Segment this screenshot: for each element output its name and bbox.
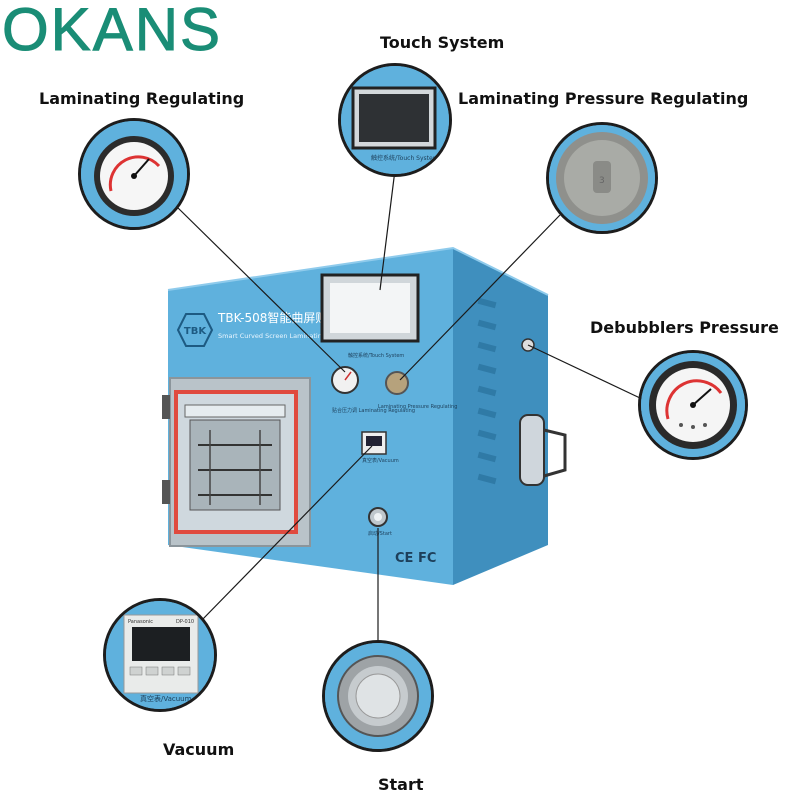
side-vents — [477, 297, 497, 485]
svg-text:DP-010: DP-010 — [176, 619, 194, 625]
brand-logo: OKANS — [1, 0, 223, 63]
callout-lines — [174, 169, 641, 640]
svg-text:启动/Start: 启动/Start — [368, 530, 392, 537]
svg-text:TBK: TBK — [184, 326, 207, 337]
label-laminating-regulating: Laminating Regulating — [39, 89, 245, 108]
svg-text:TBK-508智能曲屏贴合机: TBK-508智能曲屏贴合机 — [217, 310, 351, 325]
svg-text:触控系统/Touch System: 触控系统/Touch System — [348, 352, 404, 359]
svg-text:触控系统/Touch System: 触控系统/Touch System — [371, 154, 439, 162]
label-laminating-pressure-regulating: Laminating Pressure Regulating — [458, 89, 749, 108]
label-debubblers-pressure: Debubblers Pressure — [590, 318, 779, 337]
detail-vacuum-display: Panasonic DP-010 真空表/Vacuum — [103, 598, 217, 712]
label-vacuum: Vacuum — [163, 740, 235, 759]
label-start: Start — [378, 775, 424, 794]
machine-side-panel — [453, 248, 548, 585]
detail-start-button — [322, 640, 434, 752]
detail-debubblers-gauge — [638, 350, 748, 460]
detail-touch-system: 触控系统/Touch System — [338, 63, 452, 177]
label-touch-system: Touch System — [380, 33, 505, 52]
svg-text:真空表/Vacuum: 真空表/Vacuum — [362, 457, 399, 464]
svg-text:CE FC: CE FC — [395, 551, 436, 566]
svg-text:Laminating Pressure Regulating: Laminating Pressure Regulating — [378, 404, 457, 410]
detail-pressure-knob: 3 — [546, 122, 658, 234]
svg-text:Panasonic: Panasonic — [128, 619, 153, 625]
svg-text:Smart Curved Screen Laminating: Smart Curved Screen Laminating Machine — [218, 332, 355, 340]
detail-laminating-gauge — [78, 118, 190, 230]
tbk-logo-icon — [176, 313, 214, 347]
svg-text:贴合压力调 Laminating Regulating: 贴合压力调 Laminating Regulating — [332, 407, 415, 414]
svg-text:真空表/Vacuum: 真空表/Vacuum — [140, 694, 192, 703]
svg-text:3: 3 — [599, 176, 605, 186]
